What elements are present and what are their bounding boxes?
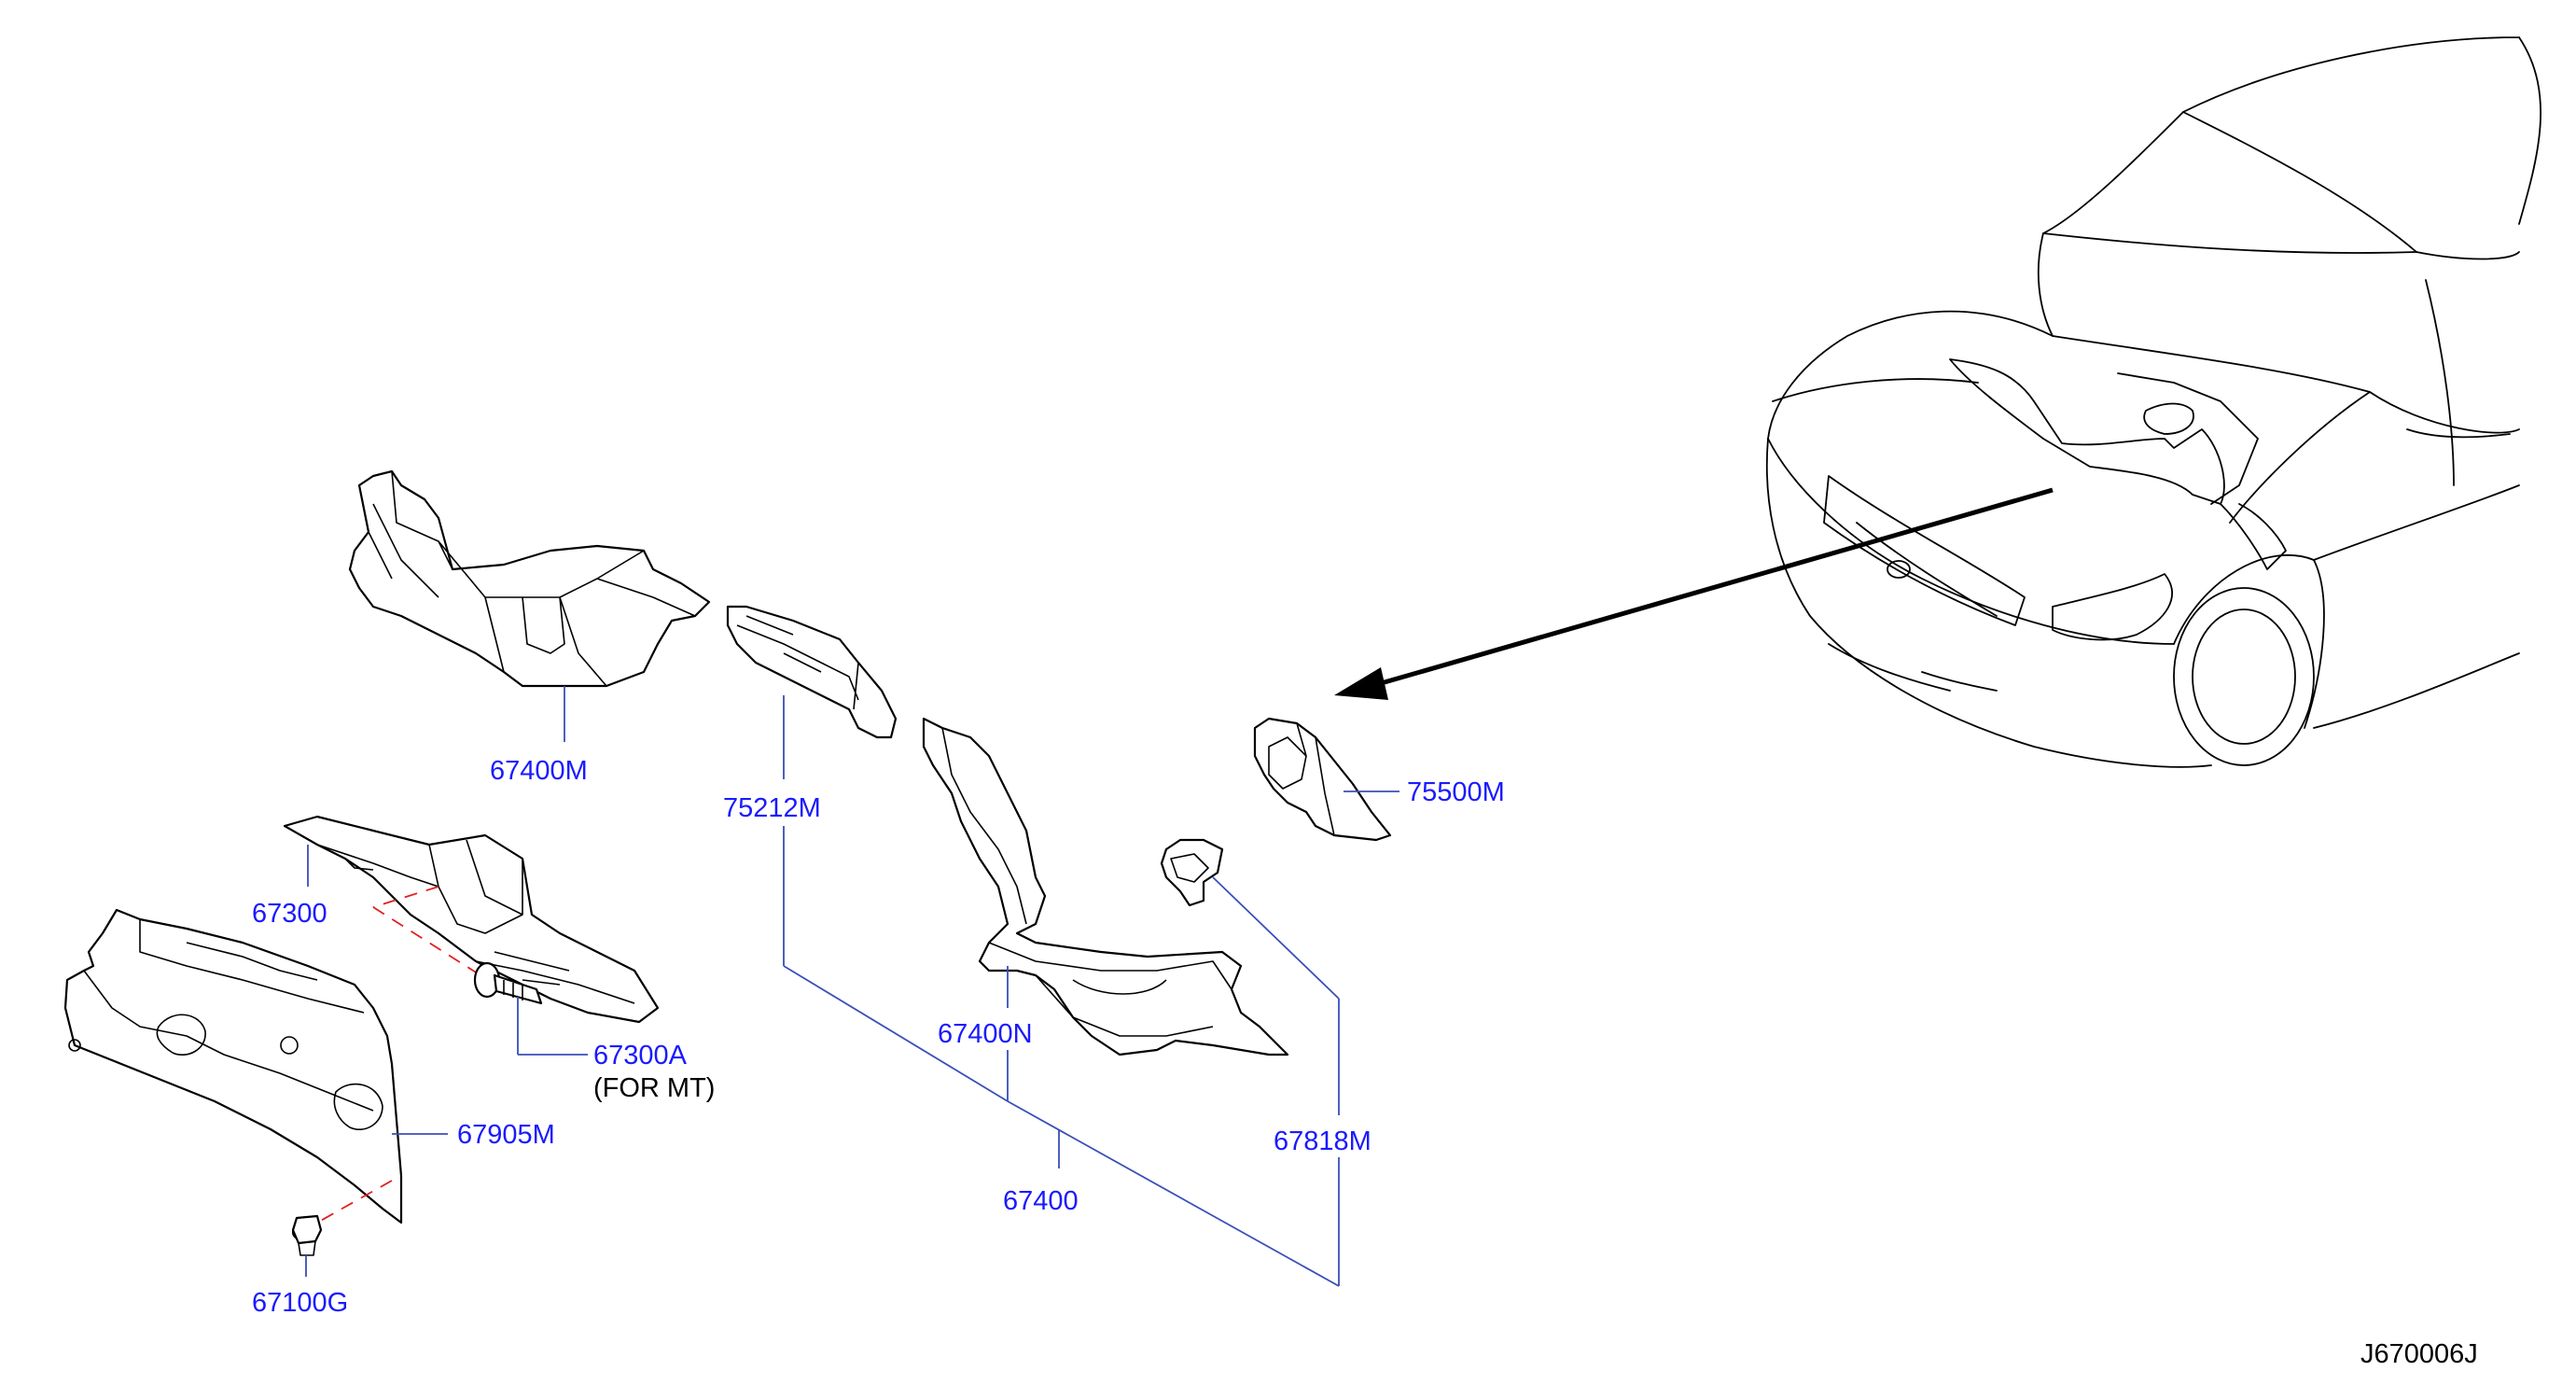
part-67905M-drawing [63, 908, 403, 1224]
vehicle-outline [1765, 36, 2541, 768]
callout-67100G: 67100G [252, 1288, 348, 1318]
callout-arrow [1334, 487, 2054, 700]
part-67400N-drawing [922, 717, 1289, 1056]
callout-67300: 67300 [252, 899, 327, 929]
part-75212M-drawing [726, 605, 898, 739]
leader-67300A [517, 997, 588, 1056]
callout-75212M: 75212M [723, 793, 821, 823]
callout-67400N: 67400N [938, 1019, 1033, 1049]
callout-67905M: 67905M [457, 1120, 555, 1150]
part-67818M-drawing [1160, 838, 1224, 907]
callout-67300A-note: (FOR MT) [593, 1073, 715, 1103]
callout-67400: 67400 [1003, 1186, 1079, 1216]
callout-67300A: 67300A [593, 1041, 688, 1070]
callout-67400M: 67400M [490, 756, 588, 786]
part-67300-drawing [283, 815, 660, 1024]
dashed-67300A [372, 886, 481, 976]
part-75500M-drawing [1253, 717, 1392, 842]
callout-67818M: 67818M [1274, 1126, 1372, 1156]
leader-67818M [1212, 876, 1340, 1286]
part-67100G-drawing [291, 1214, 323, 1256]
dashed-67100G [316, 1180, 393, 1224]
part-67300A-drawing [473, 961, 543, 1005]
diagram-code: J670006J [2360, 1339, 2478, 1369]
callout-75500M: 75500M [1407, 777, 1505, 807]
leader-67400-assembly [783, 965, 1340, 1287]
part-67400M-drawing [348, 469, 711, 688]
